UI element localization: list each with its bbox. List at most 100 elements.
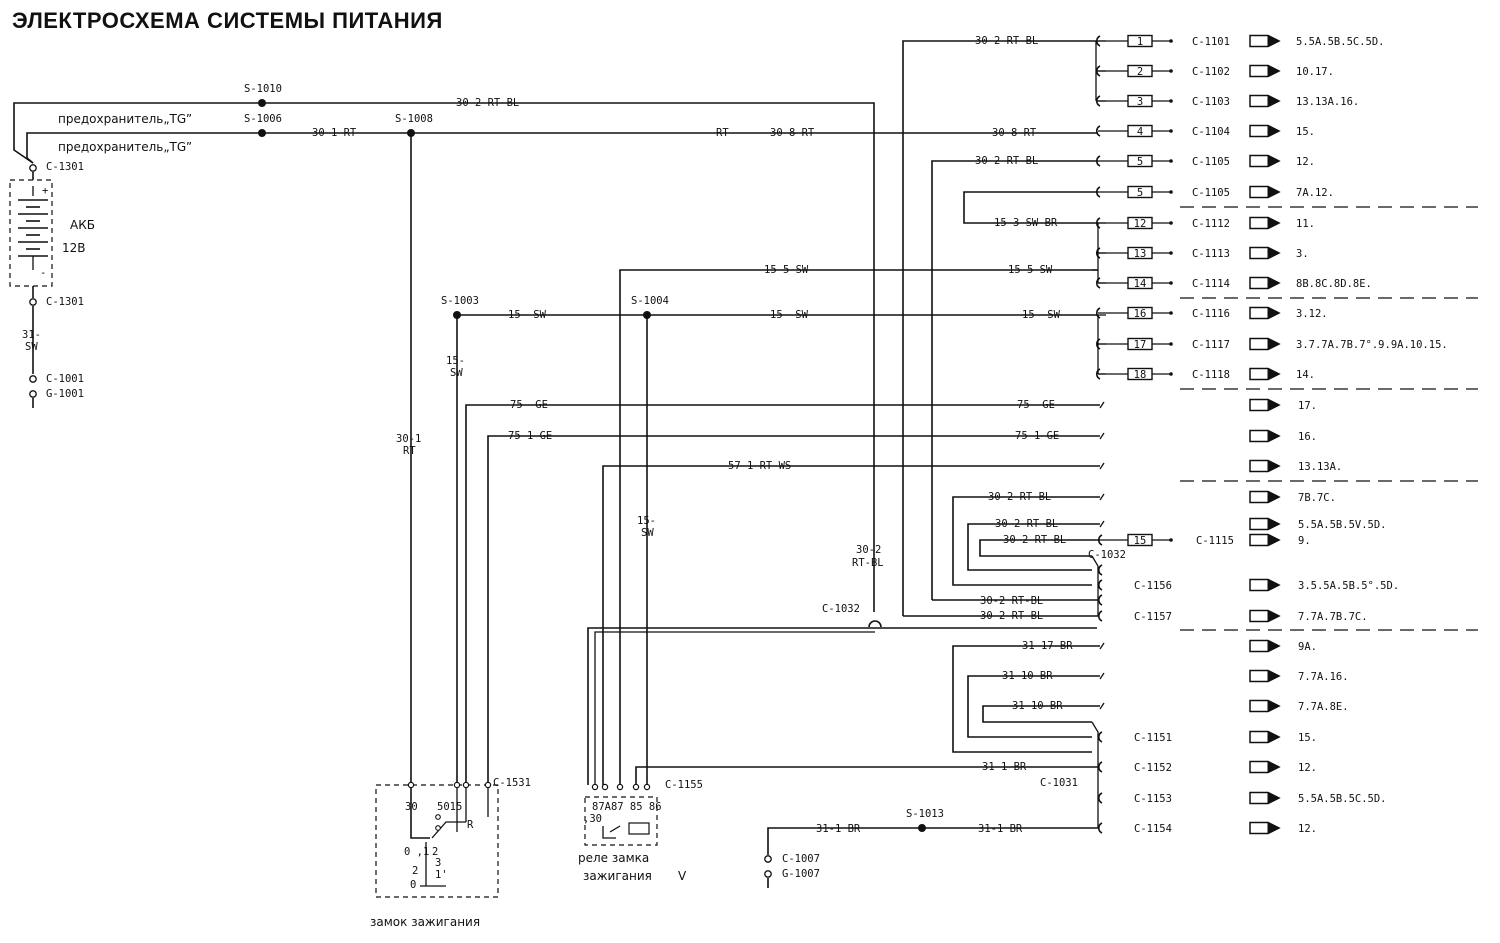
arrow-head [1267,154,1281,168]
fuse-circuits-label: 13.13A.16. [1296,96,1359,108]
relay-pin30-label: ,30 [583,813,602,825]
fuse-end-dot [1169,129,1173,133]
fuse-end-dot [1169,39,1173,43]
fuse15-circuits-label: 9. [1298,535,1311,547]
relay-label-1: реле замка [578,851,649,865]
fuse-number: 15 [1134,535,1147,547]
arrow-head [1267,578,1281,592]
wire-31-10-br-a [967,675,1100,738]
wire-label-31-1-b1: 31-1 BR [816,823,861,835]
arrow-head [1267,669,1281,683]
wire-label-15-3: 15-3 SW-BR [994,217,1058,229]
arrow-head [1267,337,1281,351]
wire-label-75: 75- GE [510,399,548,411]
wire-label-30-2-b1: 30-2 RT-BL [988,491,1051,503]
c1301-top-label: C-1301 [46,161,84,173]
c1031-bus [1091,721,1099,828]
wire-label-30-2-mid: 30-2 RT-BL [975,155,1038,167]
fuse-circuits-label: 3.7.7A.7B.7°.9.9A.10.15. [1296,339,1448,351]
terminal-c1001 [29,375,37,383]
relay-pin-1 [601,783,609,791]
fuse-connector-label: C-1113 [1192,248,1230,260]
fuse-number: 2 [1137,66,1143,78]
socket-c1031-1 [1098,761,1103,773]
wire-30-2-rtbl-b2 [967,523,1100,571]
ground-connector-circuits: 5.5A.5B.5C.5D. [1298,793,1387,805]
wire-label-vsw: SW [450,367,463,379]
fuse-connector-label: C-1117 [1192,339,1230,351]
terminal-c1301-bottom [29,298,37,306]
middle-output-label: 16. [1298,431,1317,443]
wire-label-30-2-c1157b: 30-2 RT-BL [980,610,1043,622]
fuse-circuits-label: 15. [1296,126,1315,138]
wire-end-tick [1099,642,1105,650]
lower-connector-label: C-1157 [1134,611,1172,623]
socket-fuse-7 [1096,247,1101,259]
fuse-end-dot [1169,372,1173,376]
ignition-connector-label: C-1531 [493,777,531,789]
socket-fuse15 [1098,534,1103,546]
wire-30-2-rtbl-upper [902,40,1096,616]
splice-s1006 [258,129,266,137]
wire-label-30-8: 30-8 RT [770,127,815,139]
socket-c1031-2 [1098,792,1103,804]
battery-label: АКБ [70,218,95,232]
wire-end-tick [1099,493,1105,501]
arrow-head [1267,367,1281,381]
battery-minus-sign: - [40,267,46,279]
arrow-head [1267,459,1281,473]
page-title: ЭЛЕКТРОСХЕМА СИСТЕМЫ ПИТАНИЯ [12,8,443,33]
lower-circuits-label: 7.7A.7B.7C. [1298,611,1368,623]
socket-c1031-3 [1098,822,1103,834]
wire-label-v15-2: 15- [637,515,656,527]
wire-label-30-2-b2: 30-2 RT-BL [995,518,1058,530]
c1301-bottom-label: C-1301 [46,296,84,308]
wire-label-rt: RT [716,127,729,139]
fuse-connector-label: C-1104 [1192,126,1230,138]
relay-pin-4 [643,783,651,791]
wire-31-10-br-b [982,705,1100,723]
fuse-end-dot [1169,251,1173,255]
arrow-head [1267,185,1281,199]
fuse-end-dot [1169,281,1173,285]
fuse-number: 12 [1134,218,1147,230]
arrow-head [1267,94,1281,108]
terminal-c1007 [764,855,772,863]
wire-label-30-2-c1157a: 30-2 RT-BL [980,595,1043,607]
ign-contact-b [435,814,441,820]
wire-15-5-sw [619,269,1098,785]
g1001-label: G-1001 [46,388,84,400]
ign-pos-2: 2 [432,846,438,858]
wire-label-15-5-1: 15-5 SW [764,264,809,276]
wire-label-15-sw-3: 15- SW [1022,309,1061,321]
socket-fuse-4 [1096,155,1101,167]
wire-label-75-1b: 75-1 GE [1015,430,1059,442]
wire-end-tick [1099,432,1105,440]
relay-label-2: зажигания [583,869,652,883]
arrow-head [1267,34,1281,48]
c1032-bus [1091,555,1099,616]
relay-contact [602,825,621,839]
fuse-connector-label: C-1112 [1192,218,1230,230]
c1032-label-a: C-1032 [822,603,860,615]
socket-fuse-10 [1096,338,1101,350]
c1032-label-b: C-1032 [1088,549,1126,561]
ground-connector-circuits: 12. [1298,762,1317,774]
wire-label-31-17: 31-17 BR [1022,640,1073,652]
fuse-number: 13 [1134,248,1147,260]
fuse-connector-label: C-1102 [1192,66,1230,78]
fuse-circuits-label: 3.12. [1296,308,1328,320]
ign-stepper [420,842,446,887]
wire-end-tick [1099,462,1105,470]
arrow-head [1267,216,1281,230]
wire-label-v30-2: 30-2 [856,544,881,556]
ground-output-label: 9A. [1298,641,1317,653]
wire-label-15-sw-2: 15- SW [770,309,809,321]
fuse-end-dot [1169,190,1173,194]
wire-label-15-5-2: 15-5 SW [1008,264,1053,276]
socket-c1032-3 [1098,610,1103,622]
fuse-circuits-label: 7A.12. [1296,187,1334,199]
fuse-circuits-label: 5.5A.5B.5C.5D. [1296,36,1385,48]
relay-pin-2 [616,783,624,791]
